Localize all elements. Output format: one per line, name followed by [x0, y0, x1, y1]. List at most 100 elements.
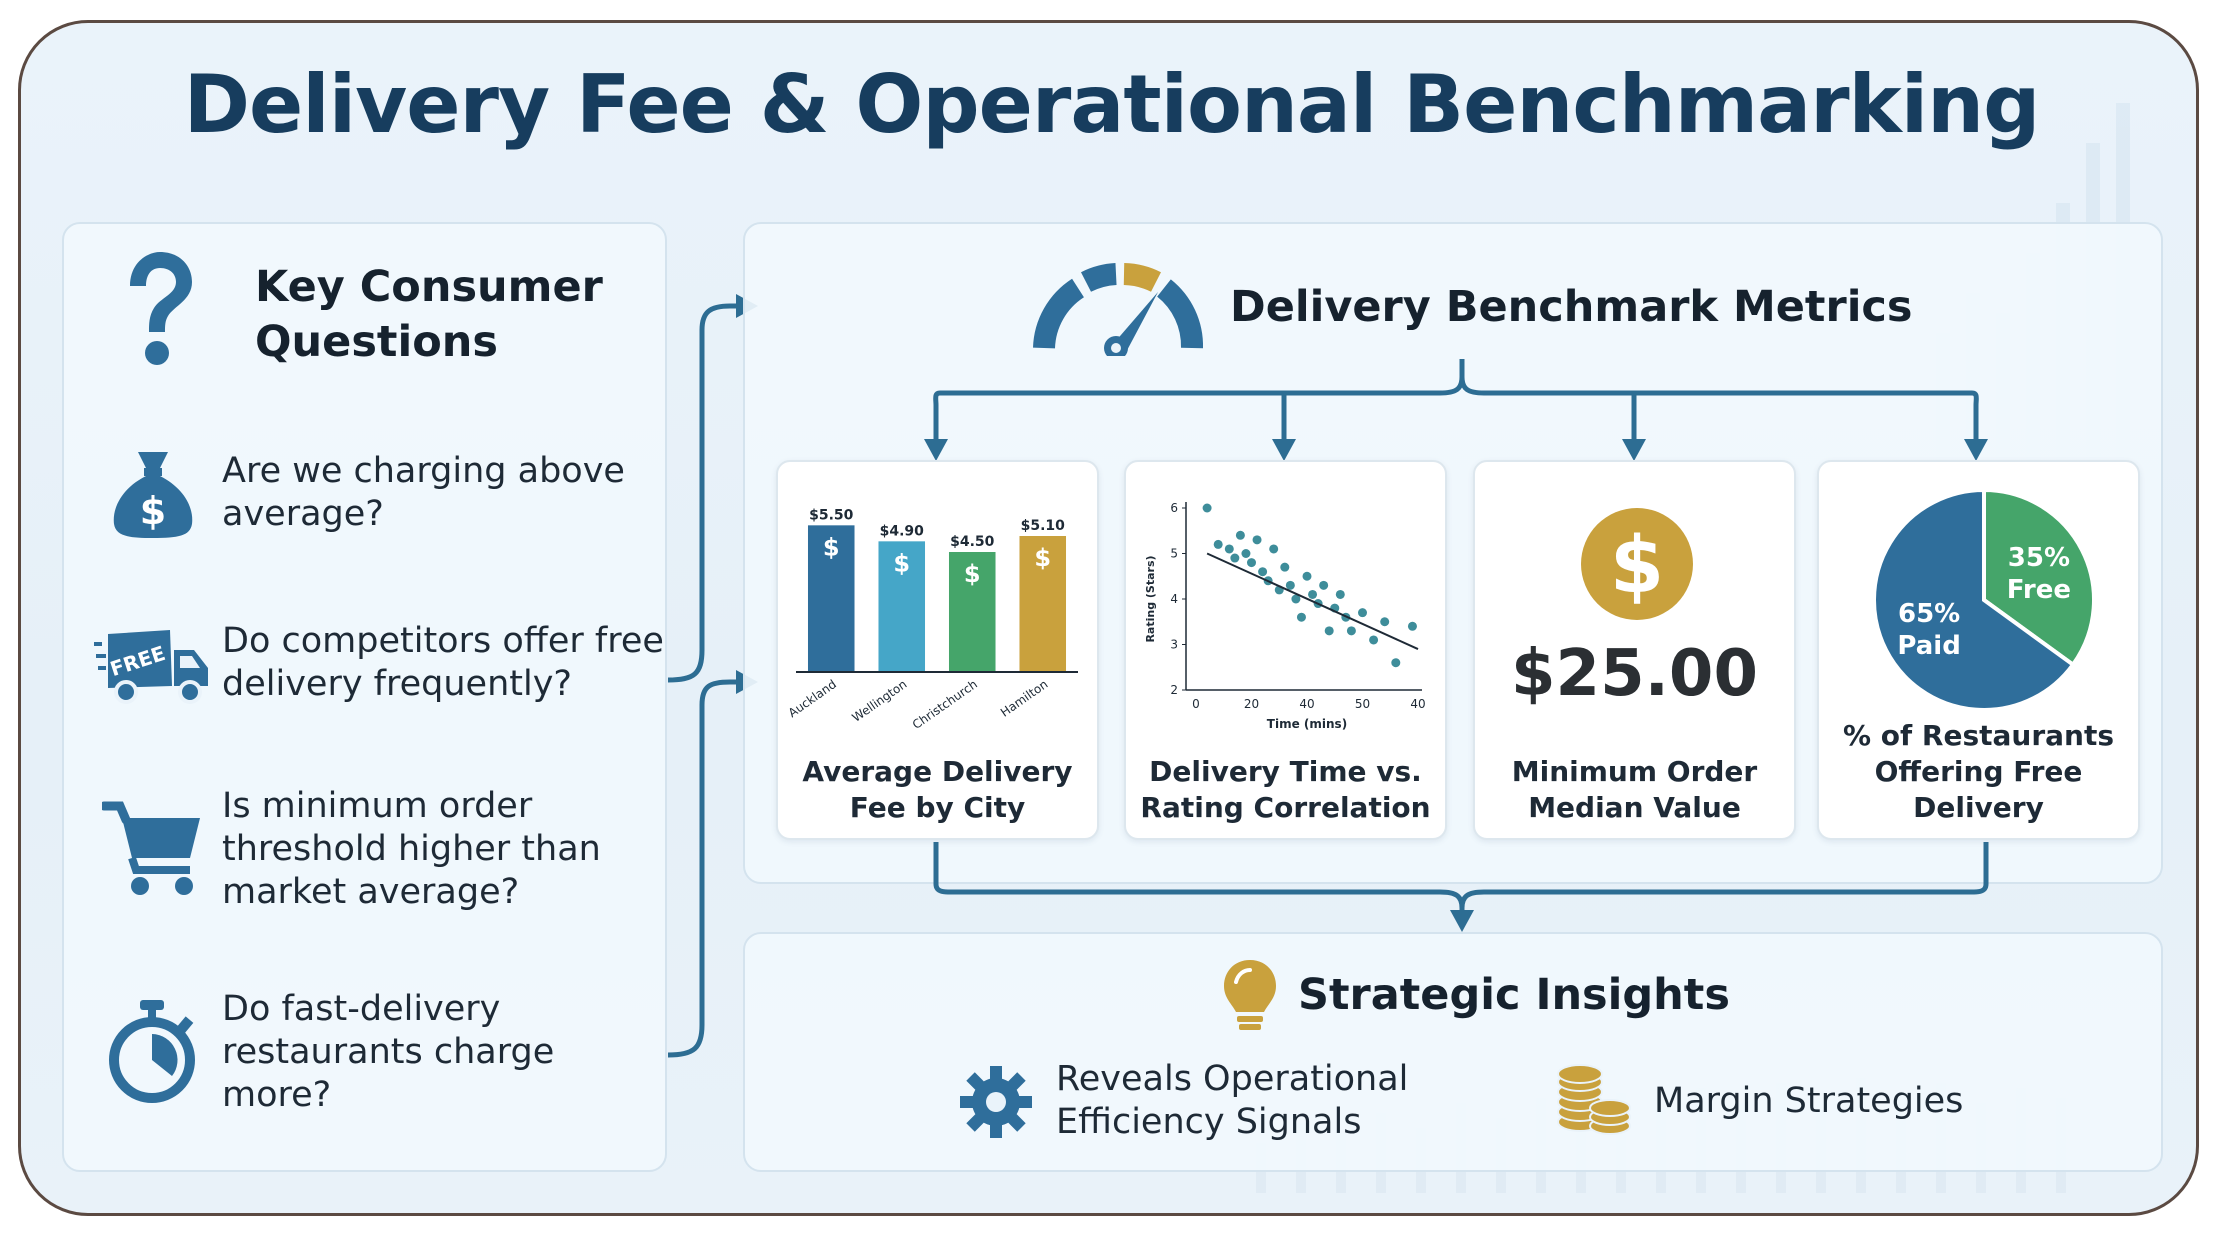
scatter-point	[1224, 544, 1234, 554]
card-1-label-line2: Fee by City	[849, 791, 1026, 824]
scatter-x-tick-label: 40	[1299, 697, 1314, 711]
key-questions-title-line2: Questions	[255, 317, 498, 367]
bar-value-label: $4.90	[880, 523, 925, 539]
scatter-point	[1235, 530, 1245, 540]
scatter-x-tick-label: 50	[1355, 697, 1370, 711]
scatter-point	[1202, 503, 1212, 513]
question-3-line1: Is minimum order	[222, 786, 533, 826]
scatter-point	[1369, 635, 1379, 645]
pie-slice-paid	[1872, 487, 2076, 712]
bar-value-label: $5.10	[1021, 518, 1066, 534]
question-4-line3: more?	[222, 1075, 332, 1115]
scatter-point	[1335, 589, 1345, 599]
card-1-label-line1: Average Delivery	[802, 755, 1073, 788]
question-1-line2: average?	[222, 494, 384, 534]
bar-category-label: Wellington	[849, 677, 909, 725]
scatter-point	[1380, 617, 1390, 627]
scatter-point	[1252, 535, 1262, 545]
scatter-y-tick-label: 4	[1170, 592, 1178, 606]
insight-1: Reveals Operational Efficiency Signals	[1056, 1058, 1408, 1144]
insight-2-line1: Margin Strategies	[1654, 1081, 1964, 1121]
shopping-cart-icon	[102, 801, 200, 895]
scatter-y-tick-label: 5	[1170, 547, 1178, 561]
scatter-y-tick-label: 2	[1170, 683, 1178, 697]
bar-dollar-symbol: $	[964, 560, 981, 588]
scatter-trend-line	[1206, 552, 1419, 650]
scatter-point	[1319, 580, 1329, 590]
card-average-delivery-fee: $5.50 $ Auckland $4.90 $ Wellington $4.50 $ Chri…	[776, 460, 1099, 840]
scatter-y-tick-label: 6	[1170, 501, 1178, 515]
page-title: Delivery Fee & Operational Benchmarking	[183, 58, 2041, 151]
question-3: Is minimum order threshold higher than m…	[222, 785, 662, 914]
question-3-line3: market average?	[222, 872, 520, 912]
scatter-x-tick-label: 20	[1244, 697, 1259, 711]
bar-category-label: Christchurch	[910, 677, 980, 732]
scatter-point	[1324, 626, 1334, 636]
scatter-y-tick-label: 3	[1170, 638, 1178, 652]
pie-label-name: Paid	[1897, 631, 1960, 661]
gauge-icon	[1033, 263, 1203, 356]
scatter-point	[1280, 562, 1290, 572]
scatter-point	[1346, 626, 1356, 636]
scatter-point	[1296, 612, 1306, 622]
scatter-point	[1391, 658, 1401, 668]
card-2-label: Delivery Time vs. Rating Correlation	[1126, 754, 1445, 826]
stopwatch-icon	[109, 1000, 195, 1103]
scatter-point	[1269, 544, 1279, 554]
bar-dollar-symbol: $	[823, 533, 840, 561]
scatter-point	[1213, 539, 1223, 549]
bar-christchurch	[948, 552, 996, 672]
delivery-truck-icon: FREE	[94, 630, 208, 704]
pie-slice-free	[1982, 487, 2096, 668]
card-4-label: % of Restaurants Offering Free Delivery	[1819, 718, 2138, 826]
pie-chart-free-delivery: 35%Free 65%Paid	[1872, 487, 2096, 712]
insights-title: Strategic Insights	[1298, 970, 1730, 1020]
card-minimum-order: $ $25.00 Minimum Order Median Value	[1473, 460, 1796, 840]
pie-label-percent: 35%	[2008, 543, 2070, 573]
scatter-point	[1407, 621, 1417, 631]
insights-converge-arrows	[933, 842, 1989, 932]
question-2-line1: Do competitors offer free	[222, 621, 664, 661]
pie-label-name: Free	[2007, 575, 2071, 605]
scatter-x-tick-label: 0	[1192, 697, 1200, 711]
bar-category-label: Auckland	[786, 677, 839, 720]
question-1-line1: Are we charging above	[222, 451, 625, 491]
card-3-label: Minimum Order Median Value	[1475, 754, 1794, 826]
scatter-point	[1258, 567, 1268, 577]
dollar-coin-icon: $	[1581, 508, 1693, 620]
gear-icon	[960, 1066, 1032, 1138]
insight-2: Margin Strategies	[1654, 1080, 1963, 1123]
card-2-label-line1: Delivery Time vs.	[1149, 755, 1422, 788]
bar-dollar-symbol: $	[893, 549, 910, 577]
card-free-delivery-share: 35%Free 65%Paid % of Restaurants Offering…	[1817, 460, 2140, 840]
minimum-order-value: $25.00	[1511, 637, 1758, 711]
svg-text:$: $	[1610, 521, 1664, 611]
bar-category-label: Hamilton	[998, 677, 1051, 720]
pie-label-percent: 65%	[1898, 599, 1960, 629]
key-questions-title: Key Consumer Questions	[255, 260, 635, 370]
bar-value-label: $4.50	[950, 534, 995, 550]
scatter-point	[1230, 553, 1240, 563]
question-4-line1: Do fast-delivery	[222, 989, 501, 1029]
lightbulb-icon	[1224, 960, 1276, 1030]
money-bag-icon: $	[113, 452, 193, 538]
metrics-title: Delivery Benchmark Metrics	[1230, 282, 1913, 332]
bar-wellington	[878, 541, 926, 672]
bar-dollar-symbol: $	[1034, 544, 1051, 572]
question-4: Do fast-delivery restaurants charge more…	[222, 988, 662, 1117]
card-2-label-line2: Rating Correlation	[1140, 791, 1431, 824]
key-questions-title-line1: Key Consumer	[255, 262, 603, 312]
svg-text:$: $	[140, 489, 166, 533]
bar-chart-average-fee: $5.50 $ Auckland $4.90 $ Wellington $4.50 $ Chri…	[786, 507, 1078, 732]
bar-hamilton	[1019, 536, 1067, 672]
question-3-line2: threshold higher than	[222, 829, 601, 869]
card-4-label-line2: Offering Free Delivery	[1874, 755, 2083, 824]
question-2-line2: delivery frequently?	[222, 664, 572, 704]
coins-icon	[1557, 1064, 1631, 1135]
question-4-line2: restaurants charge	[222, 1032, 555, 1072]
metrics-branch-arrows	[924, 359, 1988, 461]
card-1-label: Average Delivery Fee by City	[778, 754, 1097, 826]
bar-value-label: $5.50	[809, 507, 854, 523]
key-questions-panel	[62, 222, 667, 1172]
scatter-point	[1247, 558, 1256, 568]
